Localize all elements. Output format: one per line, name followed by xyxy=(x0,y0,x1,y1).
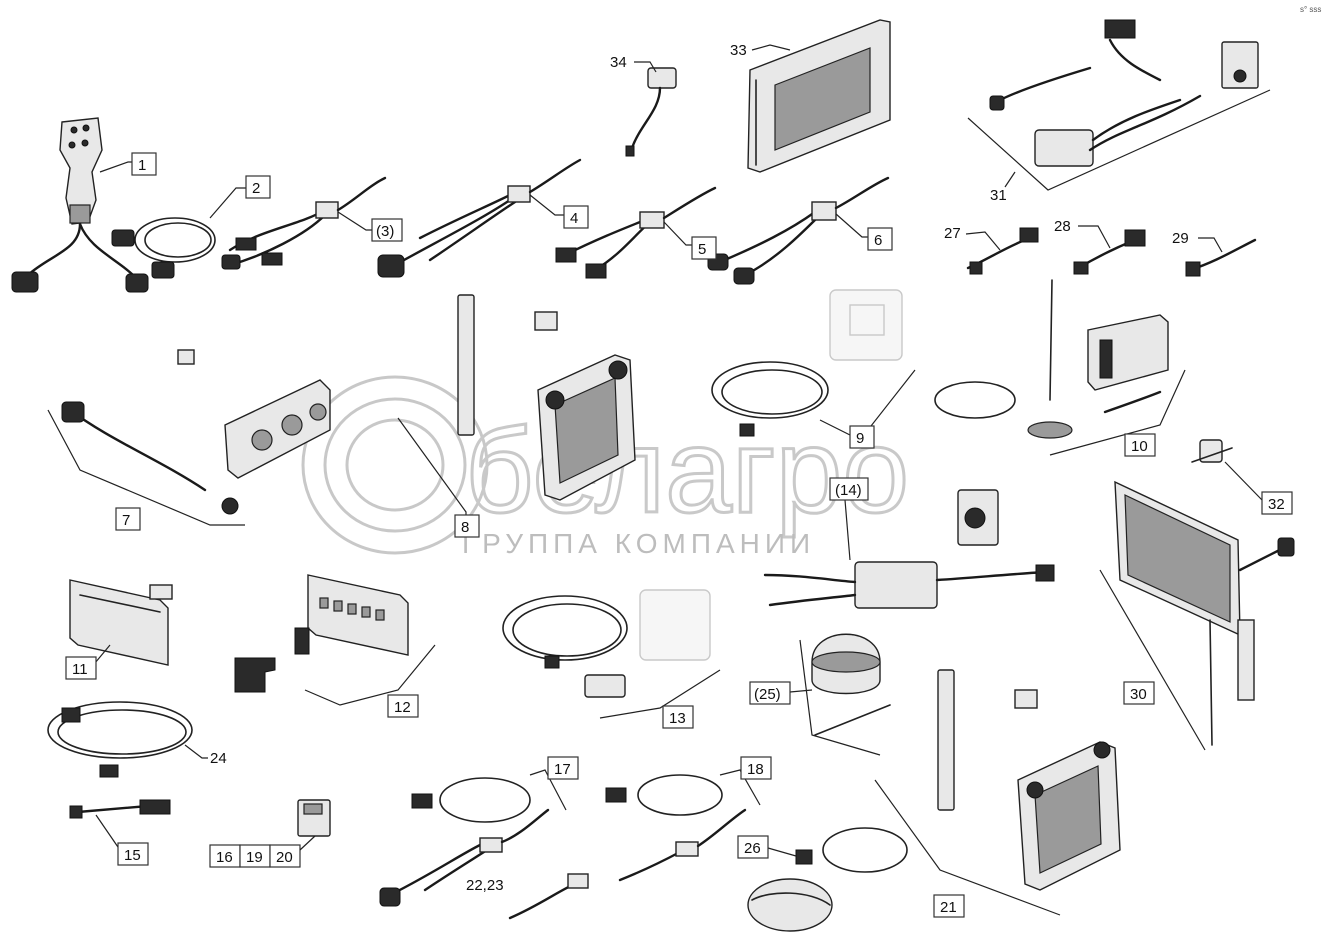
callout-28: 28 xyxy=(1054,218,1071,235)
part-8-terminal xyxy=(457,294,636,501)
part-34-sensor xyxy=(625,67,677,157)
callout-31: 31 xyxy=(990,187,1007,204)
watermark: белагро ГРУППА КОМПАНИИ xyxy=(301,375,911,559)
callout-24: 24 xyxy=(210,750,227,767)
callout-6: 6 xyxy=(874,232,882,249)
callout-21: 21 xyxy=(940,899,957,916)
part-5-harness xyxy=(555,186,717,279)
callout-2: 2 xyxy=(252,180,260,197)
part-26-antenna-kit xyxy=(747,827,908,932)
part-16-19-20-storage-card xyxy=(297,799,331,837)
part-17-harness xyxy=(379,777,550,907)
callout-22-23: 22,23 xyxy=(466,877,504,894)
callout-7: 7 xyxy=(122,512,130,529)
callout-3: (3) xyxy=(376,223,394,240)
part-25-gps-receiver xyxy=(799,633,891,756)
watermark-tagline: ГРУППА КОМПАНИИ xyxy=(462,528,815,559)
callout-9: 9 xyxy=(856,430,864,447)
callout-4: 4 xyxy=(570,210,578,227)
callout-8: 8 xyxy=(461,519,469,536)
watermark-brand: белагро xyxy=(465,404,909,538)
callout-11: 11 xyxy=(72,661,88,678)
corner-mark: s° sss xyxy=(1300,5,1321,14)
callouts: 1 2 (3) 4 5 6 7 8 9 10 11 12 13 xyxy=(65,42,1293,918)
part-12-switch-panel xyxy=(234,574,436,706)
part-2-coiled-cable xyxy=(111,217,216,279)
callout-20: 20 xyxy=(276,849,293,866)
callout-25: (25) xyxy=(754,686,781,703)
part-18-harness xyxy=(605,774,747,882)
callout-18: 18 xyxy=(747,761,764,778)
callout-26: 26 xyxy=(744,840,761,857)
part-3-harness xyxy=(221,176,387,270)
callout-17: 17 xyxy=(554,761,571,778)
callout-16: 16 xyxy=(216,849,233,866)
callout-1: 1 xyxy=(138,157,146,174)
part-9-camera-kit xyxy=(711,289,916,441)
callout-30: 30 xyxy=(1130,686,1147,703)
callout-29: 29 xyxy=(1172,230,1189,247)
callout-19: 19 xyxy=(246,849,263,866)
part-33-display xyxy=(747,19,891,173)
callout-33: 33 xyxy=(730,42,747,59)
part-21-terminal-kit xyxy=(874,669,1121,916)
part-28-adapter xyxy=(1073,229,1146,275)
part-11-control-panel xyxy=(69,579,173,666)
callout-10: 10 xyxy=(1131,438,1148,455)
callout-34: 34 xyxy=(610,54,627,71)
part-31-kit xyxy=(967,19,1271,191)
part-24-extension-cable xyxy=(47,701,193,778)
callout-12: 12 xyxy=(394,699,411,716)
callout-14: (14) xyxy=(835,482,862,499)
part-32-clamp xyxy=(1191,439,1233,463)
part-10-receiver-kit xyxy=(934,279,1186,456)
part-4-harness xyxy=(377,158,582,278)
part-27-adapter xyxy=(966,227,1039,275)
part-22-23-harness xyxy=(508,873,589,920)
part-6-harness xyxy=(707,176,890,285)
part-14-interface-box xyxy=(763,489,1055,609)
callout-32: 32 xyxy=(1268,496,1285,513)
part-29-adapter xyxy=(1185,238,1257,277)
part-13-camera-kit xyxy=(502,589,721,719)
part-7-socket-panel xyxy=(47,349,331,526)
part-15-connector xyxy=(69,799,171,851)
callout-13: 13 xyxy=(669,710,686,727)
callout-5: 5 xyxy=(698,241,706,258)
part-1-joystick xyxy=(11,117,149,293)
part-30-display-mount xyxy=(1099,480,1295,751)
callout-27: 27 xyxy=(944,225,961,242)
callout-15: 15 xyxy=(124,847,141,864)
